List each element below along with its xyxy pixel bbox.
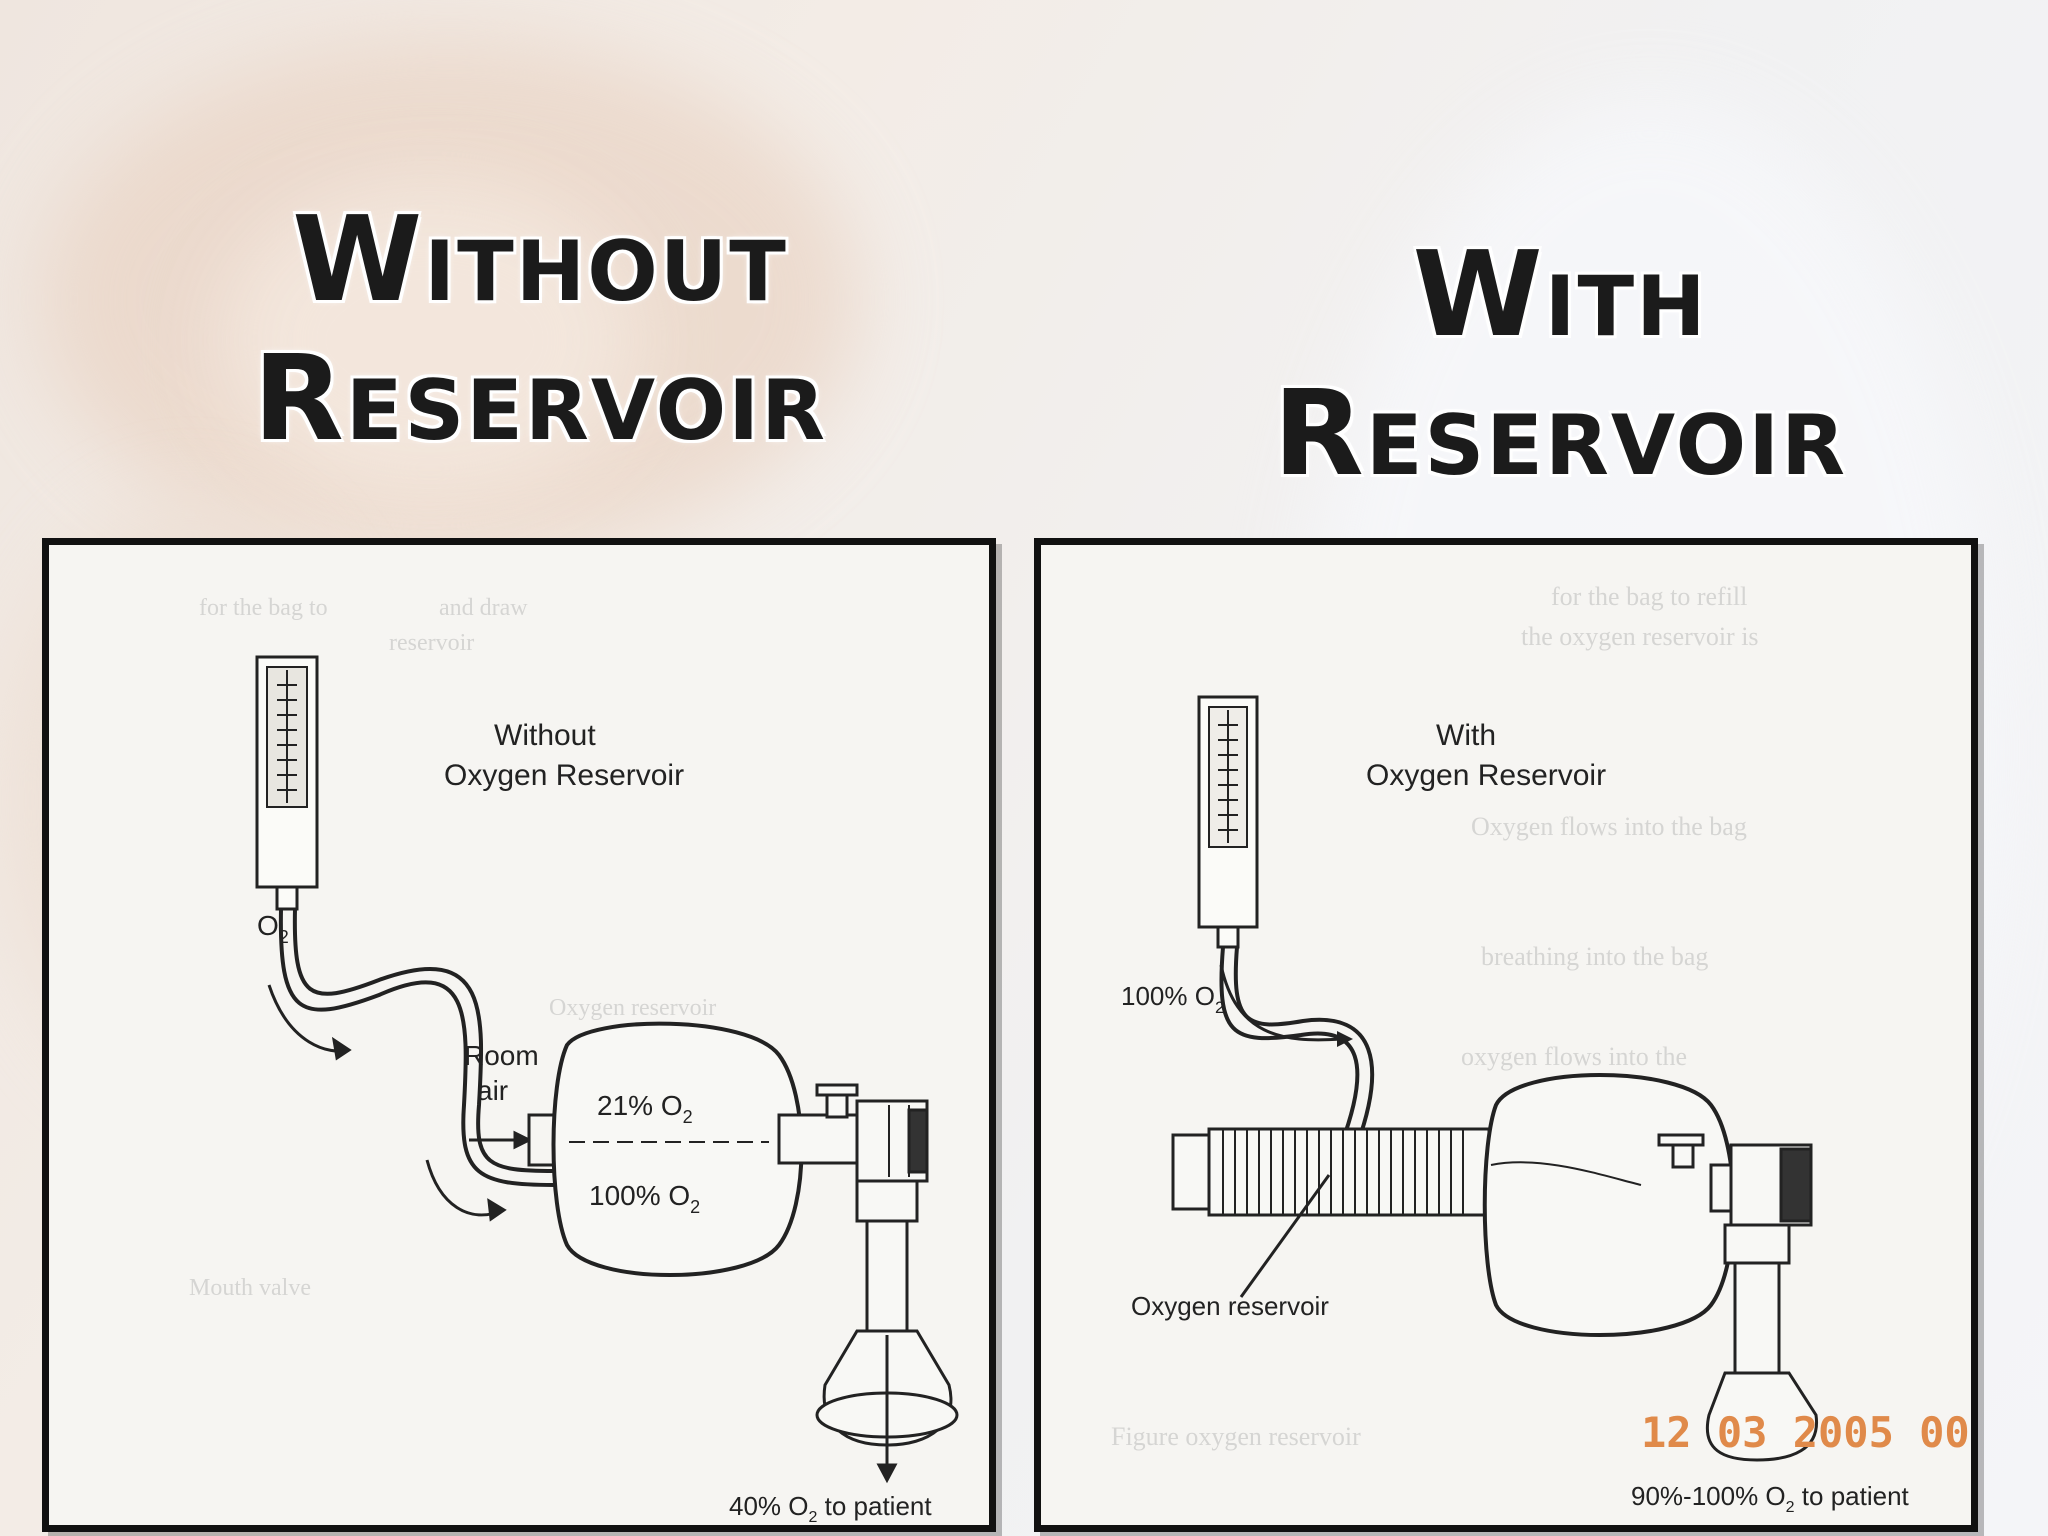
left-diagram-panel: for the bag to and draw reservoir Oxygen… xyxy=(42,538,996,1532)
faint-text: breathing into the bag xyxy=(1481,942,1708,971)
faint-text: the oxygen reservoir is xyxy=(1521,622,1759,651)
left-title-line2: Reservoir xyxy=(200,329,880,468)
faint-text: Oxygen flows into the bag xyxy=(1471,812,1747,841)
right-diagram: for the bag to refill the oxygen reservo… xyxy=(1041,545,1971,1525)
faint-text: Mouth valve xyxy=(189,1275,311,1301)
patient-valve xyxy=(779,1085,957,1445)
caption-line2: Oxygen Reservoir xyxy=(1366,759,1606,792)
photo-timestamp: 12 03 2005 00:22 xyxy=(1641,1408,1971,1457)
left-diagram: for the bag to and draw reservoir Oxygen… xyxy=(49,545,989,1525)
left-title: Without Reservoir xyxy=(200,190,880,468)
resuscitation-bag xyxy=(529,1024,802,1275)
right-title-line1: With xyxy=(1220,225,1900,364)
flowmeter xyxy=(257,657,317,909)
patient-label: 90%-100% O2 to patient xyxy=(1631,1481,1910,1516)
left-title-line1: Without xyxy=(200,190,880,329)
faint-text: and draw xyxy=(439,595,528,621)
faint-text: oxygen flows into the xyxy=(1461,1042,1687,1071)
resuscitation-bag xyxy=(1485,1075,1734,1335)
faint-text: Figure oxygen reservoir xyxy=(1111,1422,1361,1451)
patient-label: 40% O2 to patient xyxy=(729,1491,932,1525)
room-air-line2: air xyxy=(477,1075,508,1106)
caption-line1: Without xyxy=(494,719,596,752)
right-title: With Reservoir xyxy=(1220,225,1900,503)
o2-label: O2 xyxy=(257,910,289,947)
flowmeter xyxy=(1199,697,1257,947)
right-title-line2: Reservoir xyxy=(1220,364,1900,503)
faint-text: Oxygen reservoir xyxy=(549,995,716,1021)
room-air-line1: Room xyxy=(464,1040,539,1071)
o2-label: 100% O2 xyxy=(1121,981,1224,1017)
reservoir-label: Oxygen reservoir xyxy=(1131,1291,1329,1321)
faint-text: reservoir xyxy=(389,630,474,656)
faint-text: for the bag to refill xyxy=(1551,582,1747,611)
faint-text: for the bag to xyxy=(199,595,328,621)
right-diagram-panel: for the bag to refill the oxygen reservo… xyxy=(1034,538,1978,1532)
caption-line2: Oxygen Reservoir xyxy=(444,759,684,792)
caption-line1: With xyxy=(1436,719,1496,752)
oxygen-reservoir-tube xyxy=(1173,1129,1489,1215)
